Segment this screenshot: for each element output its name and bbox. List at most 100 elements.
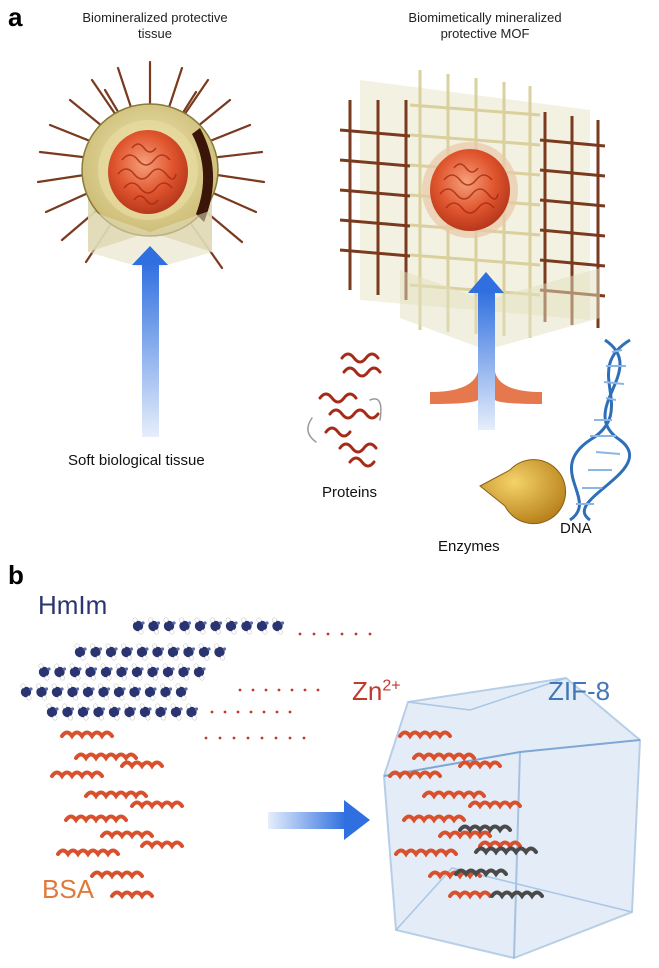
bsa-helix xyxy=(84,790,148,800)
right-caption: Biomimetically mineralized protective MO… xyxy=(395,10,575,42)
bsa-helix xyxy=(120,760,164,770)
zn-ion xyxy=(238,688,242,692)
hmim-molecule xyxy=(121,643,134,661)
bsa-helix xyxy=(458,760,502,770)
zn-ion xyxy=(340,632,344,636)
hmim-molecule xyxy=(256,617,269,635)
hmim-molecule xyxy=(131,663,144,681)
zn-ion xyxy=(354,632,358,636)
hmim-molecule xyxy=(93,703,106,721)
proteins-label: Proteins xyxy=(322,484,378,501)
hmim-molecule xyxy=(272,617,285,635)
bsa-helix xyxy=(130,800,184,810)
hmim-molecule xyxy=(136,643,149,661)
zn-ion xyxy=(277,688,281,692)
hmim-molecule xyxy=(69,663,82,681)
zn-ion xyxy=(326,632,330,636)
arrow-right xyxy=(268,800,370,840)
hmim-molecule xyxy=(194,617,207,635)
enzyme-illustration xyxy=(479,459,567,525)
right-caption-line2: protective MOF xyxy=(440,26,530,41)
bsa-helix xyxy=(398,730,452,740)
hmim-molecule xyxy=(77,703,90,721)
hmim-molecule xyxy=(179,617,192,635)
hmim-molecule xyxy=(155,703,168,721)
hmim-molecule xyxy=(132,617,145,635)
hmim-molecules xyxy=(20,617,285,721)
left-caption: Biomineralized protective tissue xyxy=(70,10,240,42)
bsa-helix xyxy=(412,752,476,762)
zn-ion xyxy=(275,710,279,714)
proteins-illustration xyxy=(307,352,382,468)
hmim-molecule xyxy=(214,643,227,661)
bsa-protein-illustration xyxy=(50,730,184,900)
hmim-molecule xyxy=(152,643,165,661)
zn-symbol: Zn xyxy=(352,676,383,706)
hmim-molecule xyxy=(100,663,113,681)
bsa-helix-shadow xyxy=(458,824,512,834)
hmim-molecule xyxy=(170,703,183,721)
urchin-illustration xyxy=(36,60,266,270)
hmim-molecule xyxy=(148,617,161,635)
hmim-molecule xyxy=(51,683,64,701)
zn-ion xyxy=(249,710,253,714)
bsa-helix xyxy=(50,770,104,780)
right-caption-line1: Biomimetically mineralized xyxy=(408,10,562,25)
zn-ion xyxy=(368,632,372,636)
bsa-helix-shadow xyxy=(490,890,544,900)
hmim-molecule xyxy=(85,663,98,681)
hmim-molecule xyxy=(210,617,223,635)
bsa-helix xyxy=(388,770,442,780)
hmim-molecule xyxy=(139,703,152,721)
hmim-molecule xyxy=(198,643,211,661)
bsa-helix xyxy=(438,830,492,840)
hmim-molecule xyxy=(241,617,254,635)
hmim-molecule xyxy=(90,643,103,661)
hmim-molecule xyxy=(147,663,160,681)
zn-ions xyxy=(204,632,372,740)
bsa-label: BSA xyxy=(42,874,95,904)
bsa-helix xyxy=(422,790,486,800)
zn-ion xyxy=(246,736,250,740)
zn-ion xyxy=(316,688,320,692)
zn-ion xyxy=(288,736,292,740)
zn-ion xyxy=(236,710,240,714)
hmim-molecule xyxy=(105,643,118,661)
hmim-molecule xyxy=(67,683,80,701)
zn-ion xyxy=(232,736,236,740)
zn-ion xyxy=(260,736,264,740)
zn-ion xyxy=(210,710,214,714)
bsa-helix xyxy=(448,890,492,900)
hmim-molecule xyxy=(178,663,191,681)
hmim-molecule xyxy=(129,683,142,701)
zn-ion xyxy=(288,710,292,714)
hmim-molecule xyxy=(124,703,137,721)
zn-ion xyxy=(298,632,302,636)
hmim-molecule xyxy=(186,703,199,721)
bsa-helix xyxy=(140,840,184,850)
dna-label: DNA xyxy=(560,520,592,537)
hmim-molecule xyxy=(183,643,196,661)
zn-ion xyxy=(303,688,307,692)
hmim-molecule xyxy=(36,683,49,701)
soft-tissue-label: Soft biological tissue xyxy=(68,452,205,469)
hmim-molecule xyxy=(167,643,180,661)
zn-charge: 2+ xyxy=(382,677,401,695)
dna-illustration xyxy=(569,338,631,522)
mof-lattice-illustration xyxy=(339,70,606,350)
zn-ion xyxy=(262,710,266,714)
bsa-helix xyxy=(110,890,154,900)
arrow-up-left xyxy=(132,246,168,437)
zn-ion xyxy=(251,688,255,692)
hmim-molecule xyxy=(46,703,59,721)
bsa-helix-shadow xyxy=(474,846,538,856)
bsa-helix xyxy=(468,800,522,810)
hmim-molecule xyxy=(175,683,188,701)
bsa-helix xyxy=(90,870,144,880)
hmim-molecule xyxy=(62,703,75,721)
hmim-label: HmIm xyxy=(38,590,108,620)
bsa-helix xyxy=(60,730,114,740)
left-caption-line2: tissue xyxy=(138,26,172,41)
hmim-molecule xyxy=(163,617,176,635)
